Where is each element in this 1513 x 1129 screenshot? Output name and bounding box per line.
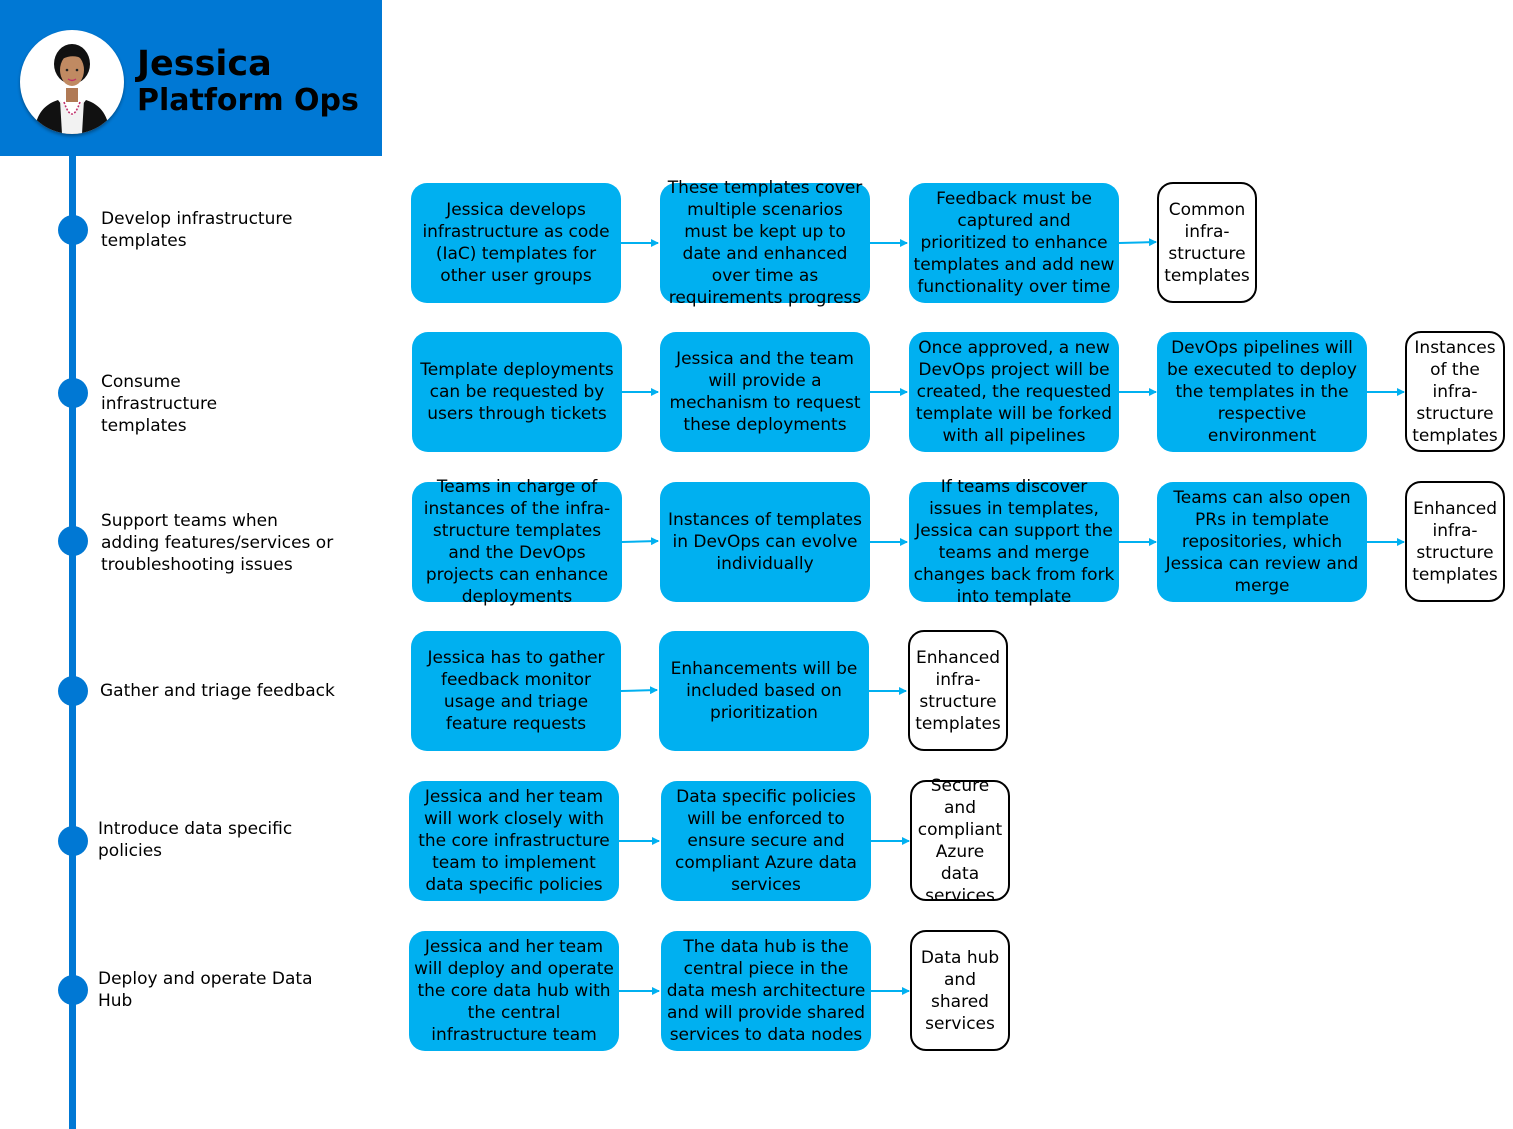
stage-dot [58,526,88,556]
step-text: Once approved, a new DevOps project will… [915,338,1113,446]
step-box: Data specific policies will be enforced … [661,781,871,901]
stage-dot [58,826,88,856]
step-text: Jessica and the team will provide a mech… [669,349,861,435]
persona-role: Platform Ops [137,83,359,118]
step-text: Jessica and her team will deploy and ope… [414,937,614,1045]
step-text: Template deployments can be requested by… [420,360,614,424]
outcome-box: Data hub and shared services [910,930,1010,1051]
outcome-box: Enhanced infra-structure templates [908,630,1008,751]
step-text: Jessica develops infrastructure as code … [422,200,610,286]
step-text: Enhancements will be included based on p… [670,659,858,723]
outcome-text: Enhanced infra-structure templates [1412,498,1498,585]
step-text: Teams can also open PRs in template repo… [1165,488,1359,596]
person-avatar-icon [20,30,124,134]
step-text: Jessica has to gather feedback monitor u… [427,648,605,734]
step-box: Template deployments can be requested by… [412,332,622,452]
outcome-box: Secure and compliant Azure data services [910,776,1010,906]
flow-arrow [621,537,659,546]
stage-label-policies: Introduce data specific policies [98,819,293,861]
outcome-text: Instances of the infra-structure templat… [1412,337,1498,446]
stage-dot [58,975,88,1005]
step-box: Once approved, a new DevOps project will… [909,332,1119,452]
stage-dot [58,378,88,408]
step-text: DevOps pipelines will be executed to dep… [1167,338,1357,446]
persona-header: Jessica Platform Ops [0,0,382,156]
flow-arrow [1118,238,1157,247]
step-box: Jessica develops infrastructure as code … [411,183,621,303]
stage-label-develop: Develop infrastructure templates [101,209,293,251]
stage-dot [58,676,88,706]
outcome-box: Enhanced infra-structure templates [1405,481,1505,602]
stage-label-consume: Consume infrastructure templates [101,372,218,436]
outcome-text: Enhanced infra-structure templates [915,647,1001,734]
outcome-text: Data hub and shared services [920,947,1000,1034]
step-box: The data hub is the central piece in the… [661,931,871,1051]
flow-arrow [620,686,658,695]
step-box: Instances of templates in DevOps can evo… [660,482,870,602]
step-box: Jessica and her team will work closely w… [409,781,619,901]
step-text: Data specific policies will be enforced … [675,787,857,895]
step-box: Jessica has to gather feedback monitor u… [411,631,621,751]
step-text: Jessica and her team will work closely w… [418,787,610,895]
step-text: Instances of templates in DevOps can evo… [668,510,862,574]
step-box: Feedback must be captured and prioritize… [909,183,1119,303]
step-text: These templates cover multiple scenarios… [667,178,863,308]
step-text: If teams discover issues in templates, J… [913,477,1115,607]
step-text: The data hub is the central piece in the… [666,937,866,1045]
step-box: Enhancements will be included based on p… [659,631,869,751]
step-box: DevOps pipelines will be executed to dep… [1157,332,1367,452]
stage-dot [58,215,88,245]
outcome-box: Common infra-structure templates [1157,182,1257,303]
step-box: Jessica and the team will provide a mech… [660,332,870,452]
step-box: Teams in charge of instances of the infr… [412,477,622,607]
step-box: Teams can also open PRs in template repo… [1157,482,1367,602]
persona-name: Jessica [137,44,272,84]
step-text: Teams in charge of instances of the infr… [423,477,611,607]
stage-label-data-hub: Deploy and operate Data Hub [98,969,313,1011]
step-box: These templates cover multiple scenarios… [660,178,870,308]
outcome-text: Secure and compliant Azure data services [917,775,1003,906]
step-text: Feedback must be captured and prioritize… [913,189,1115,297]
stage-label-feedback: Gather and triage feedback [100,681,335,701]
timeline-line [69,156,76,1129]
outcome-text: Common infra-structure templates [1164,199,1250,286]
outcome-box: Instances of the infra-structure templat… [1405,331,1505,452]
step-box: Jessica and her team will deploy and ope… [409,931,619,1051]
step-box: If teams discover issues in templates, J… [909,477,1119,607]
stage-label-support: Support teams when adding features/servi… [101,511,334,575]
